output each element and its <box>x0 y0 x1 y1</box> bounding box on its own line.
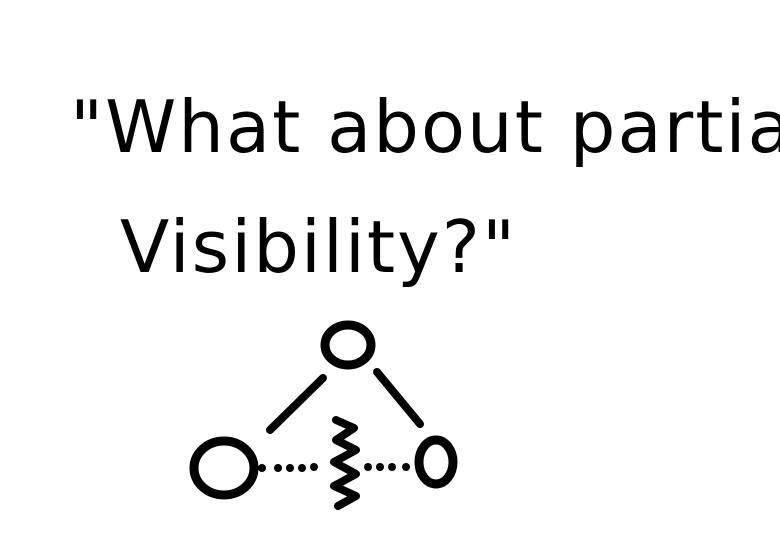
bottom-right-node <box>414 435 458 489</box>
dotted-link-right <box>364 463 410 471</box>
top-node <box>320 320 376 370</box>
quote-line-2: Visibility?" <box>120 205 517 289</box>
quote-line-1: "What about partial <box>70 85 780 169</box>
graph-diagram <box>189 320 458 510</box>
squiggle-barrier <box>330 416 360 510</box>
dotted-link-left <box>258 463 318 472</box>
edge-right <box>373 368 424 428</box>
edge-left <box>266 374 327 434</box>
bottom-left-node <box>189 436 259 500</box>
